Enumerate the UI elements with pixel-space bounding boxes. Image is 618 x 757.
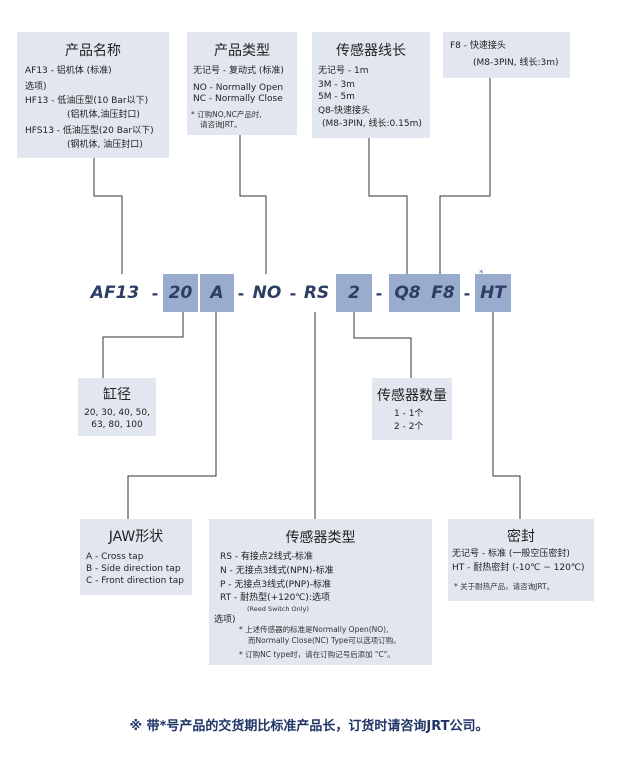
jaw-shape-line: B - Side direction tap [86, 564, 181, 574]
sensor-type-footnote: * 订购NC type时，请在订购记号后添加 "C"。 [239, 650, 395, 659]
code-dash: - [237, 283, 245, 303]
code-part-no: NO [252, 283, 282, 303]
product-name-line: AF13 - 铝机体 (标准) [25, 66, 112, 76]
product-type-line: NO - Normally Open [193, 83, 284, 93]
code-part-20: 20 [163, 274, 198, 312]
sensor-type-option: 选项) [214, 615, 236, 625]
product-name-box: 产品名称 AF13 - 铝机体 (标准) 选项) HF13 - 低油压型(10 … [17, 32, 169, 158]
sensor-cable-line: Q8-快速接头 [318, 106, 371, 116]
product-name-line: 选项) [25, 82, 47, 92]
code-part-2: 2 [336, 274, 372, 312]
sensor-type-box: 传感器类型 RS - 有接点2线式-标准 N - 无接点3线式(NPN)-标准 … [209, 519, 432, 665]
code-dash: - [289, 283, 297, 303]
f8-line: (M8-3PIN, 线长:3m) [473, 58, 559, 68]
product-name-title: 产品名称 [65, 43, 121, 59]
f8-connector-box: F8 - 快速接头 (M8-3PIN, 线长:3m) [443, 32, 570, 78]
product-type-footnote: 请咨询JRT。 [200, 120, 242, 129]
code-part-af13: AF13 [90, 283, 140, 303]
code-part-ht: HT [475, 274, 511, 312]
seal-title: 密封 [507, 529, 535, 545]
bore-line: 63, 80, 100 [91, 420, 143, 430]
sensor-qty-line: 1 - 1个 [394, 409, 424, 419]
sensor-cable-line: (M8-3PIN, 线长:0.15m) [322, 119, 422, 129]
product-type-line: NC - Normally Close [193, 94, 283, 104]
code-part-a: A [200, 274, 234, 312]
code-dash: - [151, 283, 159, 303]
code-star-mark: * [479, 269, 484, 279]
sensor-type-line: RS - 有接点2线式-标准 [220, 552, 313, 562]
sensor-cable-line: 5M - 5m [318, 92, 355, 102]
product-type-title: 产品类型 [214, 43, 270, 59]
sensor-qty-title: 传感器数量 [377, 388, 447, 404]
sensor-type-line: P - 无接点3线式(PNP)-标准 [220, 580, 331, 590]
bore-box: 缸径 20, 30, 40, 50, 63, 80, 100 [78, 378, 156, 436]
jaw-shape-line: A - Cross tap [86, 552, 144, 562]
product-name-line: (铝机体,油压封口) [67, 110, 140, 120]
product-type-box: 产品类型 无记号 - 复动式 (标准) NO - Normally Open N… [187, 32, 297, 135]
bottom-note: ※ 带*号产品的交货期比标准产品长，订货时请咨询JRT公司。 [129, 719, 489, 734]
seal-line: HT - 耐热密封 (-10℃ ~ 120℃) [452, 563, 585, 573]
bore-title: 缸径 [103, 387, 131, 403]
code-part-q8: Q8 [389, 274, 426, 312]
sensor-qty-box: 传感器数量 1 - 1个 2 - 2个 [372, 378, 452, 440]
product-name-line: HFS13 - 低油压型(20 Bar以下) [25, 126, 154, 136]
sensor-type-line: N - 无接点3线式(NPN)-标准 [220, 566, 334, 576]
jaw-shape-line: C - Front direction tap [86, 576, 184, 586]
code-part-rs: RS [303, 283, 330, 303]
sensor-cable-box: 传感器线长 无记号 - 1m 3M - 3m 5M - 5m Q8-快速接头 (… [312, 32, 430, 138]
jaw-shape-title: JAW形状 [108, 529, 164, 545]
sensor-type-footnote: 而Normally Close(NC) Type可以选项订购。 [248, 636, 401, 645]
seal-box: 密封 无记号 - 标准 (一般空压密封) HT - 耐热密封 (-10℃ ~ 1… [448, 519, 594, 601]
code-dash: - [375, 283, 383, 303]
product-type-line: 无记号 - 复动式 (标准) [193, 66, 284, 76]
bore-line: 20, 30, 40, 50, [84, 408, 150, 418]
product-name-line: (钢机体, 油压封口) [67, 140, 143, 150]
product-name-line: HF13 - 低油压型(10 Bar以下) [25, 96, 149, 106]
product-type-footnote: * 订购NO,NC产品时, [191, 110, 262, 119]
seal-line: 无记号 - 标准 (一般空压密封) [452, 549, 570, 559]
code-dash: - [463, 283, 471, 303]
jaw-shape-box: JAW形状 A - Cross tap B - Side direction t… [80, 519, 192, 595]
seal-footnote: * 关于耐热产品，请咨询JRT。 [454, 582, 555, 591]
sensor-type-reed-note: (Reed Switch Only) [247, 605, 309, 613]
sensor-cable-line: 无记号 - 1m [318, 66, 369, 76]
sensor-cable-title: 传感器线长 [336, 43, 406, 59]
sensor-type-line: RT - 耐热型(+120℃):选项 [220, 593, 330, 603]
code-part-f8: F8 [426, 274, 460, 312]
sensor-cable-line: 3M - 3m [318, 80, 355, 90]
f8-line: F8 - 快速接头 [450, 41, 506, 51]
sensor-qty-line: 2 - 2个 [394, 422, 424, 432]
sensor-type-footnote: * 上述传感器的标准是Normally Open(NO), [239, 625, 389, 634]
sensor-type-title: 传感器类型 [285, 530, 356, 546]
